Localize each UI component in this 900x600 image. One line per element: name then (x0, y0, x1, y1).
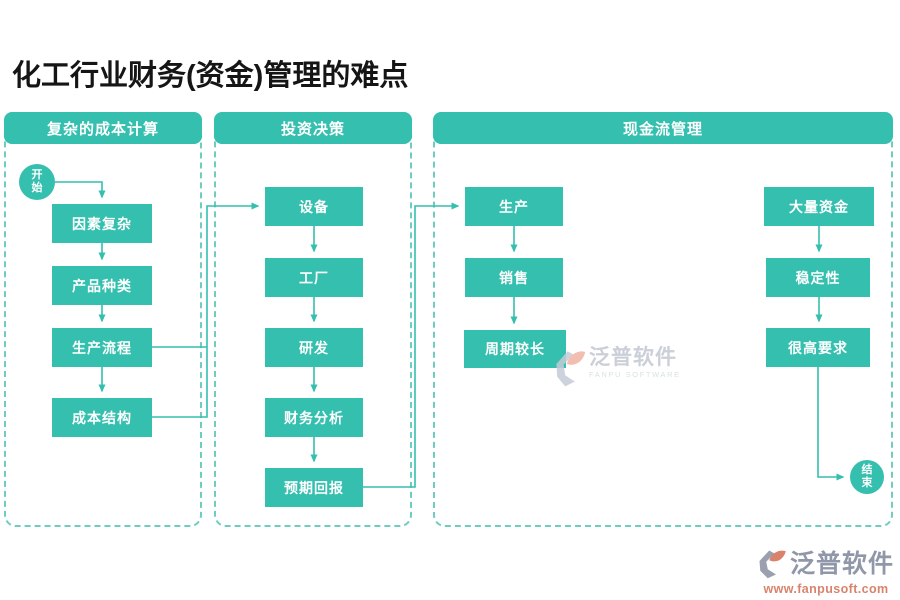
section-investment-decision: 投资决策 (214, 112, 412, 527)
watermark-subtitle: FANPU SOFTWARE (589, 370, 681, 380)
footer-url: www.fanpusoft.com (763, 582, 889, 596)
page-title: 化工行业财务(资金)管理的难点 (12, 60, 409, 92)
node-product-types: 产品种类 (52, 266, 152, 305)
footer-brand: 泛普软件 (789, 549, 894, 578)
section-header-cash-flow-management: 现金流管理 (433, 112, 893, 144)
node-stability: 稳定性 (766, 258, 870, 297)
node-high-requirements: 很高要求 (766, 328, 870, 367)
footer-logo-icon (759, 550, 786, 579)
watermark-brand: 泛普软件 (589, 346, 677, 369)
watermark-logo-icon (556, 351, 586, 387)
start-node: 开始 (19, 164, 55, 200)
node-large-capital: 大量资金 (764, 187, 874, 226)
node-sales: 销售 (465, 258, 563, 297)
footer-brandmark: 泛普软件 www.fanpusoft.com (756, 547, 896, 596)
node-research-development: 研发 (265, 328, 363, 367)
end-node: 结束 (850, 460, 884, 494)
section-header-investment-decision: 投资决策 (214, 112, 412, 144)
end-node-label: 结束 (861, 463, 873, 489)
start-node-label: 开始 (31, 168, 43, 194)
section-header-complex-cost-calculation: 复杂的成本计算 (4, 112, 202, 144)
node-factory: 工厂 (265, 258, 363, 297)
node-cost-structure: 成本结构 (52, 398, 152, 437)
node-complex-factors: 因素复杂 (52, 204, 152, 243)
node-expected-return: 预期回报 (265, 468, 363, 507)
node-production-process: 生产流程 (52, 328, 152, 367)
node-financial-analysis: 财务分析 (265, 398, 363, 437)
watermark: 泛普软件 FANPU SOFTWARE (554, 346, 681, 390)
watermark-text: 泛普软件 FANPU SOFTWARE (589, 346, 681, 379)
node-production: 生产 (465, 187, 563, 226)
node-equipment: 设备 (265, 187, 363, 226)
section-cash-flow-management: 现金流管理 (433, 112, 893, 527)
node-long-cycle: 周期较长 (464, 330, 566, 368)
